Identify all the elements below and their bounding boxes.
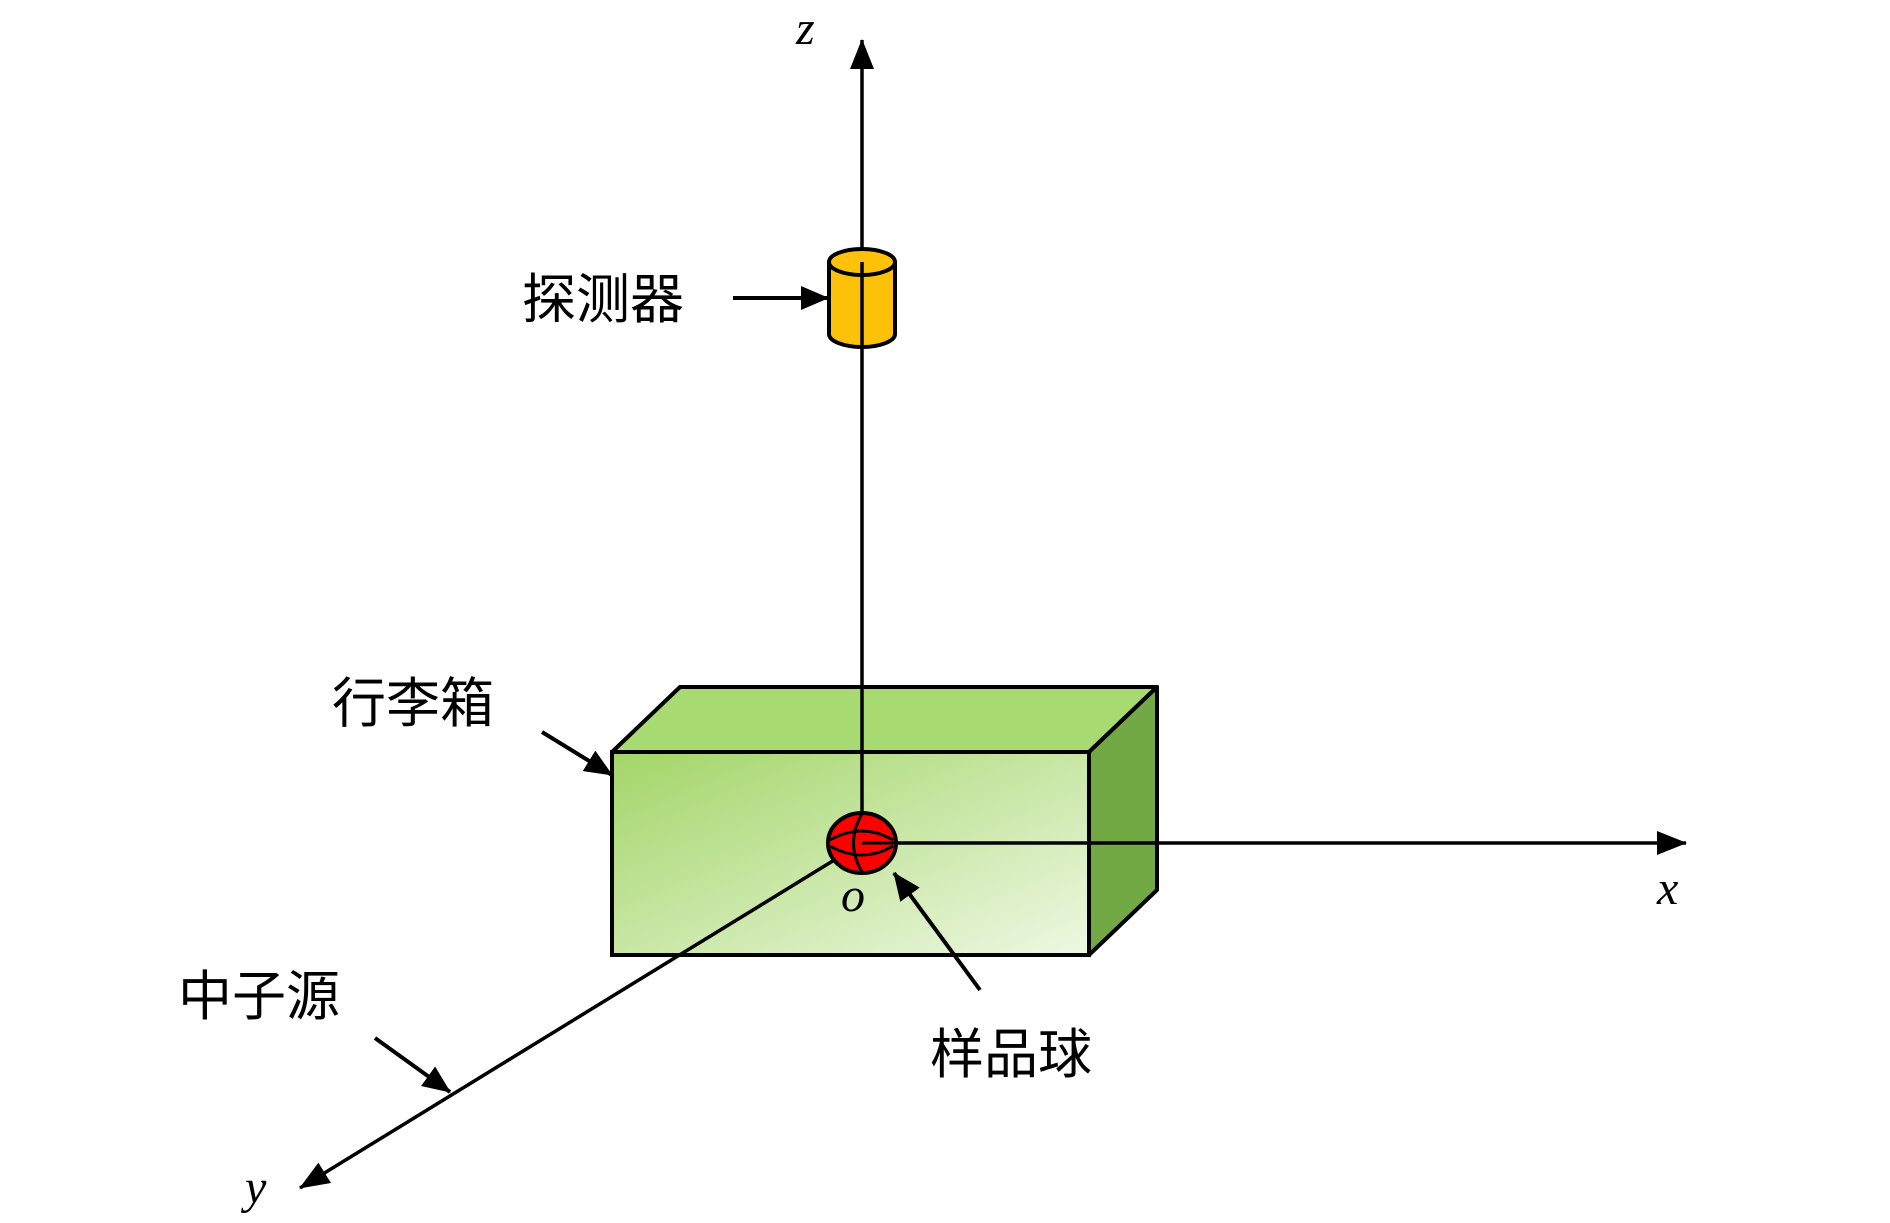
sample-ball-pointer-arrow xyxy=(892,871,982,992)
suitcase-pointer-arrow xyxy=(540,730,614,777)
sample-ball-label: 样品球 xyxy=(930,1023,1092,1086)
sample-ball xyxy=(826,811,898,875)
detector-cylinder xyxy=(827,247,897,349)
suitcase-box xyxy=(610,685,1159,957)
origin-label: o xyxy=(841,869,865,922)
z-axis-label: z xyxy=(795,2,815,55)
neutron-source-pointer-arrow xyxy=(373,1036,452,1094)
y-axis-label: y xyxy=(240,1161,267,1214)
y-axis xyxy=(299,841,863,1190)
detector-label: 探测器 xyxy=(522,268,684,331)
suitcase-top-face xyxy=(610,685,1159,754)
neutron-source-label: 中子源 xyxy=(178,965,340,1028)
x-axis-label: x xyxy=(1656,862,1678,915)
suitcase-label: 行李箱 xyxy=(332,672,494,735)
